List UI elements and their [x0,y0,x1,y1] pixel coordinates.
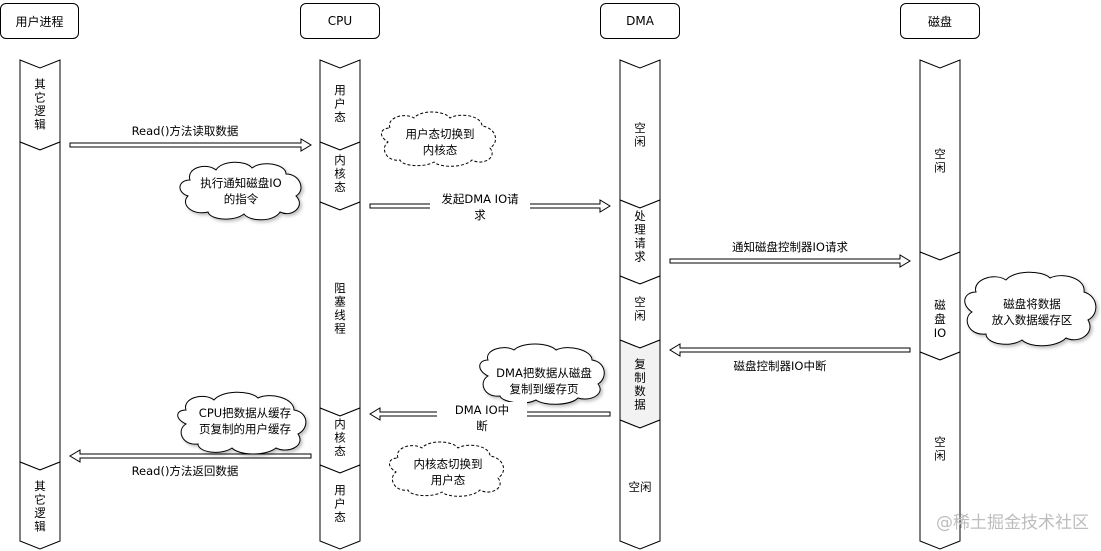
dma-seg1-label: 空闲 [633,122,647,149]
header-cpu: CPU [300,3,380,39]
cloud-kernel-to-user-label: 内核态切换到 用户态 [413,457,483,487]
user-seg2-label: 其它逻辑 [33,480,47,534]
header-user-process: 用户进程 [0,3,79,39]
arrow-read-return [69,449,312,463]
arrow-disk-interrupt-label: 磁盘控制器IO中断 [733,359,827,373]
arrow-read-call [69,138,312,152]
arrow-read-call-label: Read()方法读取数据 [131,124,239,138]
cloud-dma-copy [479,343,605,405]
cpu-seg3-label: 阻塞线程 [333,282,347,336]
header-disk: 磁盘 [900,3,980,39]
arrow-dma-request-label: 发起DMA IO请 求 [430,191,530,223]
arrow-notify-disk [669,254,911,268]
disk-seg3-label: 空闲 [933,436,947,463]
cpu-seg4-label: 内核态 [333,418,347,459]
dma-seg4-label: 复制数据 [633,358,647,412]
cloud-disk-to-buffer-label: 磁盘将数据 放入数据缓存区 [991,297,1073,327]
cloud-dma-copy-label: DMA把数据从磁盘 复制到缓存页 [496,366,592,396]
user-lane-seg2 [19,461,61,550]
cpu-seg5-label: 用户态 [333,484,347,525]
cloud-cpu-copy [177,391,307,455]
arrow-dma-interrupt-label: DMA IO中 断 [437,402,527,434]
cpu-seg1-label: 用户态 [333,84,347,125]
dma-lane-seg5 [619,419,661,550]
arrow-notify-disk-label: 通知磁盘控制器IO请求 [732,240,848,254]
dma-seg3-label: 空闲 [633,296,647,323]
disk-seg2-text: 磁盘IO [933,298,947,340]
arrow-read-return-label: Read()方法返回数据 [131,464,239,478]
cloud-cpu-copy-label: CPU把数据从缓存 页复制的用户缓存 [198,406,292,436]
dma-seg2-label: 处理请求 [633,210,647,264]
disk-seg1-label: 空闲 [933,148,947,175]
disk-seg2-label: 磁盘IO [922,284,958,340]
user-seg1-label: 其它逻辑 [33,78,47,132]
cloud-notify-instruction-label: 执行通知磁盘IO 的指令 [200,176,282,206]
cpu-seg2-label: 内核态 [333,154,347,195]
cloud-user-to-kernel-label: 用户态切换到 内核态 [405,127,475,157]
cpu-lane-seg5 [319,464,361,550]
cloud-user-to-kernel [381,111,497,167]
user-lane-seg-middle [19,141,61,471]
cloud-notify-instruction [179,161,302,221]
disk-lane-seg3 [919,351,961,550]
dma-seg5-label: 空闲 [628,480,652,494]
cloud-disk-to-buffer [964,271,1097,347]
header-dma: DMA [600,3,680,39]
cloud-kernel-to-user [389,441,505,497]
watermark: @稀土掘金技术社区 [936,513,1089,533]
arrow-disk-interrupt [669,343,911,357]
